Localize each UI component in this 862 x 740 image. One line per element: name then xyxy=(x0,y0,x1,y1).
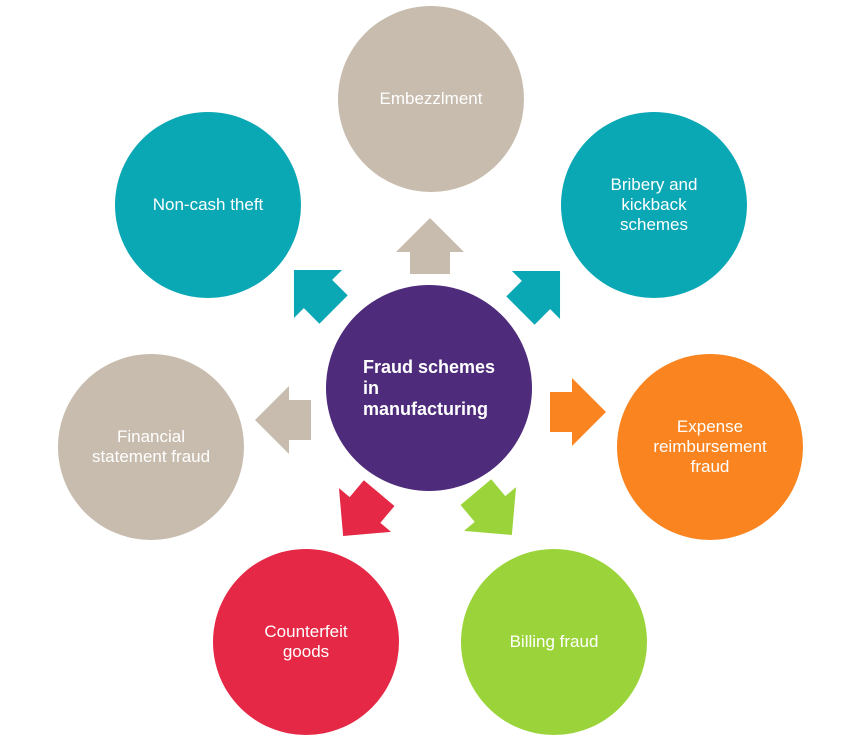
arrow-to-noncash xyxy=(293,269,348,324)
node-billing: Billing fraud xyxy=(461,549,647,735)
node-noncash: Non-cash theft xyxy=(115,112,301,298)
node-embezzlement-label: Embezzlment xyxy=(379,89,483,108)
arrow-to-embezzlement xyxy=(396,218,464,274)
node-expense: Expense reimbursement fraud xyxy=(617,354,803,540)
node-noncash-label: Non-cash theft xyxy=(152,195,264,214)
arrow-to-bribery xyxy=(506,270,561,325)
center-node: Fraud schemes in manufacturing xyxy=(326,285,532,491)
node-counterfeit: Counterfeit goods xyxy=(213,549,399,735)
node-financial: Financial statement fraud xyxy=(58,354,244,540)
arrow-to-financial xyxy=(255,386,311,454)
node-billing-label: Billing fraud xyxy=(509,632,599,651)
arrow-to-billing xyxy=(460,479,517,536)
arrow-to-expense xyxy=(550,378,606,446)
center-node-label: Fraud schemes in manufacturing xyxy=(362,356,496,419)
node-expense-label: Expense reimbursement fraud xyxy=(653,417,767,476)
node-counterfeit-label: Counterfeit goods xyxy=(264,622,348,661)
node-embezzlement: Embezzlment xyxy=(338,6,524,192)
node-financial-label: Financial statement fraud xyxy=(91,427,211,466)
arrow-to-counterfeit xyxy=(338,480,395,537)
node-bribery: Bribery and kickback schemes xyxy=(561,112,747,298)
node-bribery-label: Bribery and kickback schemes xyxy=(610,175,698,234)
